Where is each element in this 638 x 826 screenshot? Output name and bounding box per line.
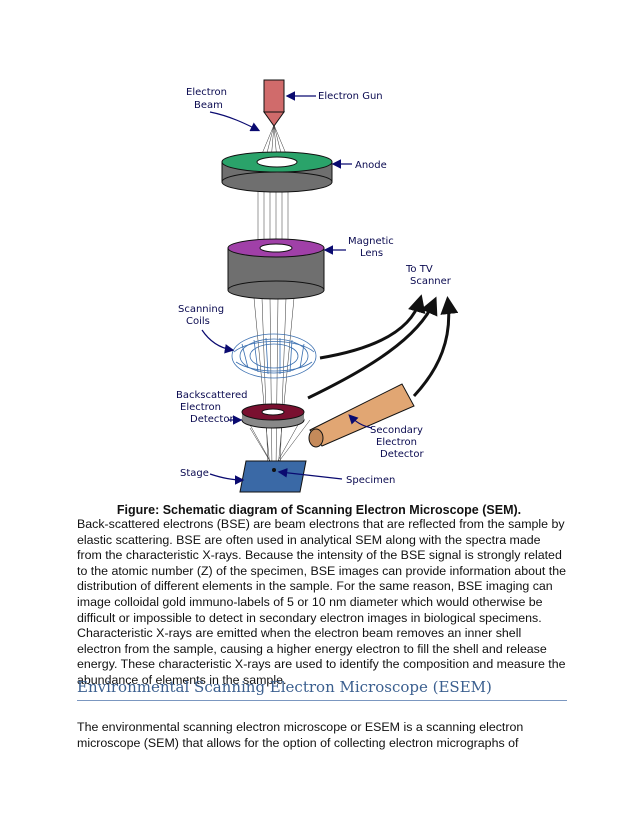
specimen-stage xyxy=(239,460,307,493)
label-electron-beam-1: Electron xyxy=(186,87,227,98)
label-electron-gun: Electron Gun xyxy=(318,91,383,102)
secondary-detector xyxy=(308,383,415,448)
label-to-tv-1: To TV xyxy=(405,264,433,275)
backscattered-detector xyxy=(241,403,305,429)
label-anode: Anode xyxy=(355,160,387,171)
figure-caption: Figure: Schematic diagram of Scanning El… xyxy=(116,503,522,517)
label-scanning-coils-1: Scanning xyxy=(178,304,224,315)
diagram-labels: Electron Beam Electron Gun Anode Magneti… xyxy=(176,87,452,486)
label-magnetic-lens-1: Magnetic xyxy=(348,236,394,247)
label-magnetic-lens-2: Lens xyxy=(360,248,383,259)
signal-arrows xyxy=(307,294,459,400)
label-scanning-coils-2: Coils xyxy=(186,316,210,327)
body-paragraph-esem: The environmental scanning electron micr… xyxy=(77,720,524,750)
label-electron-beam-2: Beam xyxy=(194,100,223,111)
section-heading-esem: Environmental Scanning Electron Microsco… xyxy=(77,678,567,701)
magnetic-lens xyxy=(227,238,325,300)
label-to-tv-2: Scanner xyxy=(410,276,452,287)
electron-gun xyxy=(263,79,285,127)
body-paragraph-bse: Back-scattered electrons (BSE) are beam … xyxy=(77,517,566,687)
label-secondary-1: Secondary xyxy=(370,425,423,436)
scanning-coils xyxy=(231,333,317,379)
label-secondary-2: Electron xyxy=(376,437,417,448)
label-stage: Stage xyxy=(180,468,209,479)
sem-diagram: Electron Beam Electron Gun Anode Magneti… xyxy=(176,79,459,493)
anode xyxy=(221,151,333,193)
label-bse-2: Electron xyxy=(180,402,221,413)
label-bse-1: Backscattered xyxy=(176,390,248,401)
label-secondary-3: Detector xyxy=(380,449,424,460)
label-bse-3: Detector xyxy=(190,414,234,425)
label-specimen: Specimen xyxy=(346,475,395,486)
